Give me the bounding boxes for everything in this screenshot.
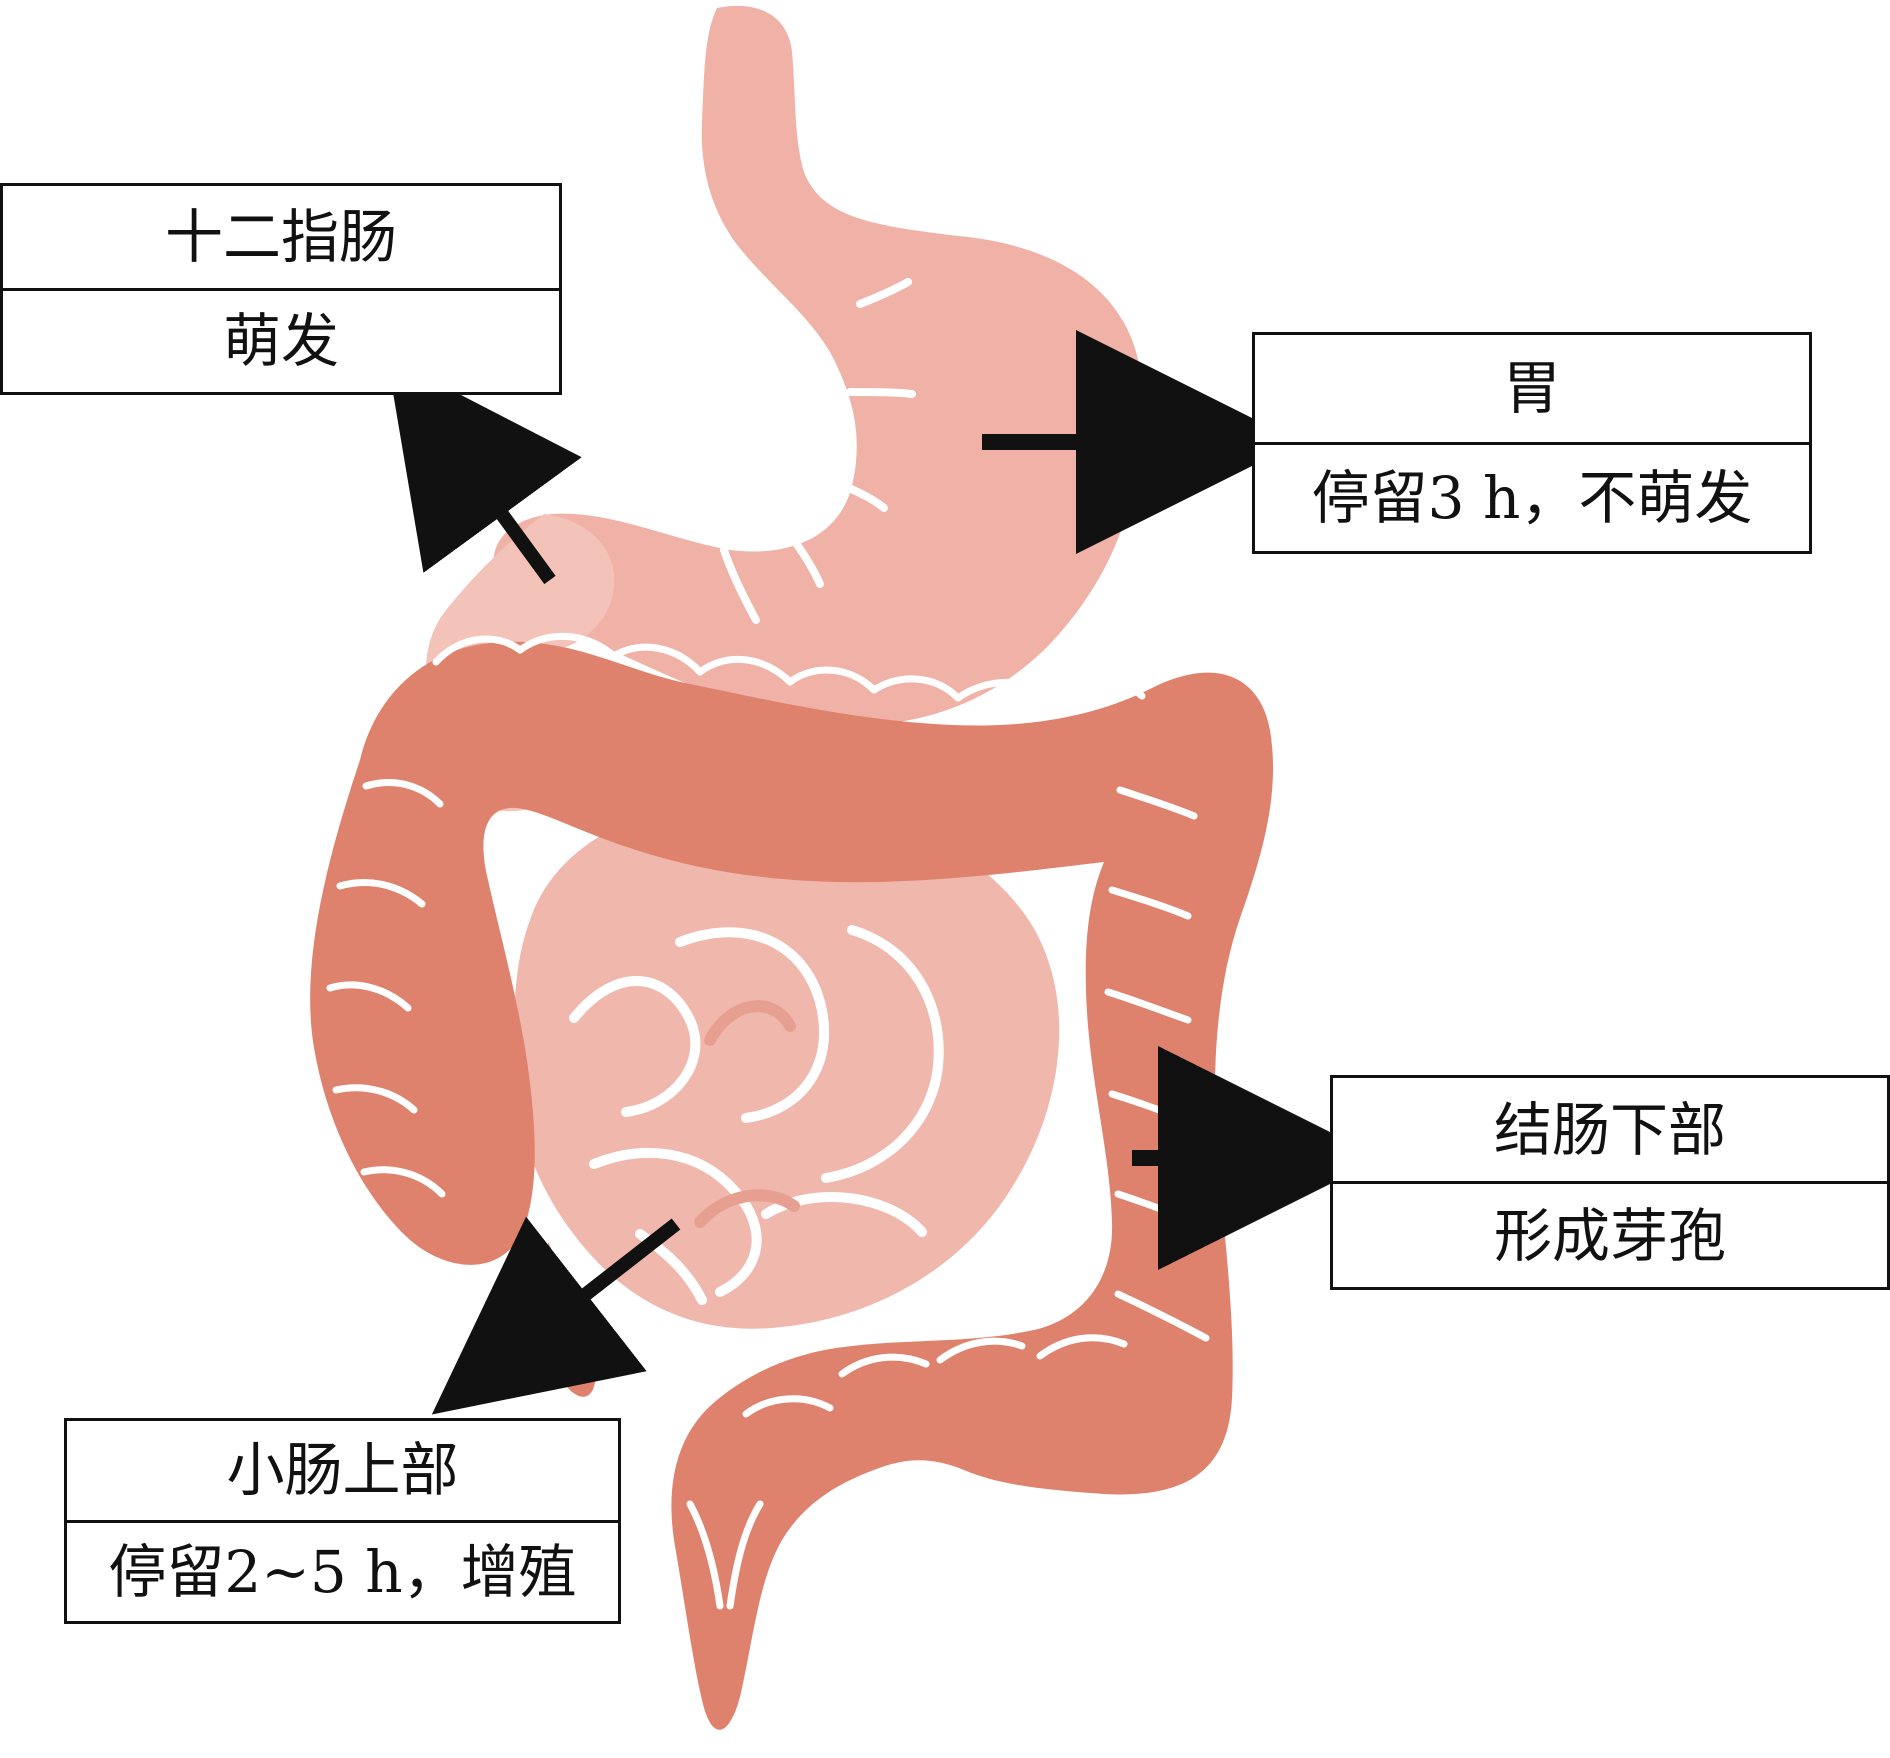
duodenum-arrow — [386, 356, 582, 585]
colon-description: 形成芽孢 — [1493, 1201, 1726, 1270]
duodenum-label-box: 十二指肠 萌发 — [0, 183, 562, 395]
stomach-shape — [493, 5, 1143, 726]
small-intestine-shape — [514, 797, 1060, 1329]
stomach-description: 停留3 h，不萌发 — [1311, 463, 1753, 532]
small-intestine-label-box: 小肠上部 停留2~5 h，增殖 — [64, 1418, 621, 1624]
small-intestine-title: 小肠上部 — [67, 1421, 618, 1523]
duodenum-title: 十二指肠 — [3, 186, 559, 291]
colon-label-box: 结肠下部 形成芽孢 — [1330, 1075, 1890, 1290]
duodenum-shape — [402, 514, 615, 812]
small-intestine-arrow — [431, 1216, 681, 1415]
colon-title: 结肠下部 — [1333, 1078, 1887, 1184]
small-intestine-description: 停留2~5 h，增殖 — [108, 1537, 577, 1606]
duodenum-description: 萌发 — [222, 307, 339, 376]
colon-shape — [310, 632, 1274, 1730]
stomach-title: 胃 — [1255, 335, 1809, 445]
stomach-label-box: 胃 停留3 h，不萌发 — [1252, 332, 1812, 554]
